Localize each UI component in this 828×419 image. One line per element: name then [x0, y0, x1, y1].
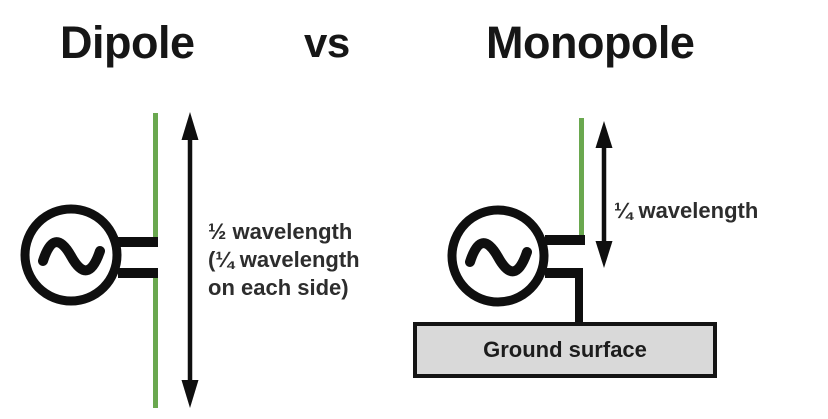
ground-surface-label: Ground surface	[483, 337, 647, 362]
dipole-title: Dipole	[60, 17, 195, 68]
monopole-feed-lead-top	[545, 235, 585, 245]
ac-source-icon	[16, 200, 126, 310]
ground-surface-box: Ground surface	[413, 322, 717, 378]
monopole-element	[579, 118, 584, 245]
dipole-length-label: ½ wavelength (¼ wavelength on each side)	[208, 218, 360, 302]
dipole-length-label-line2: (¼ wavelength	[208, 247, 360, 272]
ac-source-icon	[443, 201, 553, 311]
monopole-ground-wire	[575, 273, 583, 323]
vs-label: vs	[304, 19, 350, 66]
dipole-measure-arrow-icon	[180, 111, 200, 409]
dipole-length-label-line1: ½ wavelength	[208, 219, 353, 244]
dipole-feed-lead-bottom	[118, 268, 158, 278]
monopole-length-label: ¼ wavelength	[614, 198, 759, 223]
dipole-feed-lead-top	[118, 237, 158, 247]
monopole-title: Monopole	[486, 17, 695, 68]
dipole-length-label-line3: on each side)	[208, 275, 349, 300]
monopole-feed-lead-bottom	[545, 268, 583, 278]
dipole-lower-element	[153, 277, 158, 408]
monopole-measure-arrow-icon	[594, 120, 614, 269]
dipole-upper-element	[153, 113, 158, 247]
